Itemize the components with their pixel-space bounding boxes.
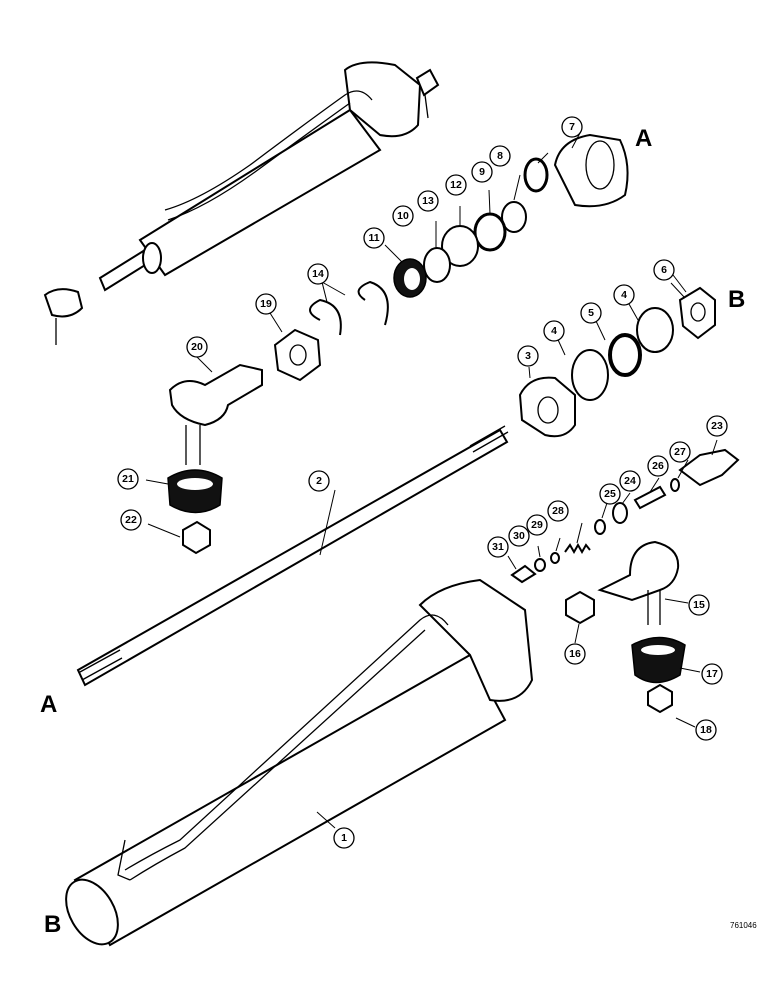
callout-number: 6 [661, 264, 667, 276]
callout-number: 11 [368, 232, 379, 244]
callout-number: 12 [450, 179, 462, 191]
assembled-cylinder-drawing [43, 61, 440, 345]
cylinder-barrel-drawing [65, 578, 534, 947]
callout-number: 20 [191, 341, 203, 353]
callout-23: 23 [706, 415, 728, 437]
callout-15: 15 [688, 594, 710, 616]
callout-2: 2 [308, 470, 330, 492]
callout-1: 1 [333, 827, 355, 849]
callout-number: 1 [341, 832, 347, 844]
callout-number: 9 [479, 166, 485, 178]
callout-number: 30 [513, 530, 525, 542]
callout-13: 13 [417, 190, 439, 212]
reference-letter-a-upper: A [635, 125, 652, 152]
callout-number: 21 [122, 473, 134, 485]
callout-number: 13 [422, 195, 434, 207]
reference-letter-b-upper: B [728, 286, 745, 313]
callout-number: 25 [604, 488, 616, 500]
callout-6: 6 [653, 259, 675, 281]
callout-12: 12 [445, 174, 467, 196]
callout-number: 14 [312, 268, 324, 280]
callout-5: 5 [580, 302, 602, 324]
callout-number: 19 [260, 298, 272, 310]
callout-number: 29 [531, 519, 543, 531]
callout-number: 2 [316, 475, 322, 487]
callout-28: 28 [547, 500, 569, 522]
tie-rod-end-parts [167, 363, 686, 714]
callout-20: 20 [186, 336, 208, 358]
callout-21: 21 [117, 468, 139, 490]
callout-4a: 4 [543, 320, 565, 342]
callout-number: 26 [652, 460, 664, 472]
callout-number: 18 [700, 724, 712, 736]
callout-22: 22 [120, 509, 142, 531]
callout-number: 8 [497, 150, 503, 162]
callout-number: 27 [674, 446, 686, 458]
callout-4b: 4 [613, 284, 635, 306]
callout-3: 3 [517, 345, 539, 367]
valve-parts [510, 448, 740, 584]
callout-17: 17 [701, 663, 723, 685]
callout-number: 22 [125, 514, 137, 526]
callout-number: 23 [711, 420, 723, 432]
callout-9: 9 [471, 161, 493, 183]
callout-number: 7 [569, 121, 575, 133]
callout-29: 29 [526, 514, 548, 536]
callout-14: 14 [307, 263, 329, 285]
callout-26: 26 [647, 455, 669, 477]
callout-number: 15 [693, 599, 705, 611]
reference-letter-b-lower: B [44, 911, 61, 938]
callout-7: 7 [561, 116, 583, 138]
callout-number: 16 [569, 648, 581, 660]
callout-11: 11 [363, 227, 385, 249]
callout-24: 24 [619, 470, 641, 492]
callout-30: 30 [508, 525, 530, 547]
drawing-code: 761046 [730, 921, 757, 930]
callout-31: 31 [487, 536, 509, 558]
callout-25: 25 [599, 483, 621, 505]
piston-rod-drawing [76, 425, 509, 687]
callout-10: 10 [392, 205, 414, 227]
callout-number: 4 [621, 289, 627, 301]
callout-number: 10 [397, 210, 409, 222]
callout-number: 28 [552, 505, 564, 517]
callout-19: 19 [255, 293, 277, 315]
seal-and-bearing-parts [273, 133, 716, 438]
callout-number: 17 [706, 668, 718, 680]
callout-27: 27 [669, 441, 691, 463]
callout-number: 3 [525, 350, 531, 362]
callout-number: 24 [624, 475, 636, 487]
callout-18: 18 [695, 719, 717, 741]
callout-number: 5 [588, 307, 594, 319]
callout-8: 8 [489, 145, 511, 167]
callout-number: 31 [492, 541, 504, 553]
callout-16: 16 [564, 643, 586, 665]
reference-letter-a-lower: A [40, 691, 57, 718]
callout-number: 4 [551, 325, 557, 337]
